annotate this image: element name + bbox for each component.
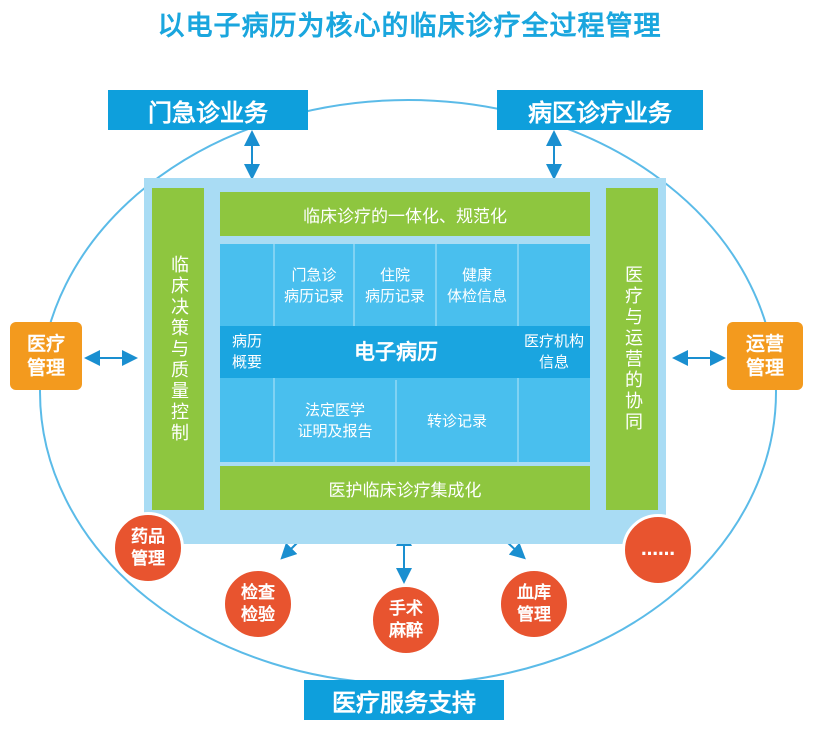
medical-operation-bar: 医疗与运营的协同 <box>606 188 658 510</box>
page-title: 以电子病历为核心的临床诊疗全过程管理 <box>157 11 662 42</box>
cell-legal-certificate: 法定医学 证明及报告 <box>297 401 373 440</box>
cell-institution-info: 医疗机构 信息 <box>523 332 584 371</box>
clinical-decision-bar: 临床决策与质量控制 <box>152 188 204 510</box>
medical-service-support-box: 医疗服务支持 <box>304 680 504 720</box>
more-circle: …… <box>622 514 694 586</box>
ward-business-box: 病区诊疗业务 <box>497 90 703 130</box>
surgery-anesthesia-circle: 手术 麻醉 <box>370 584 442 656</box>
cell-record-summary: 病历 概要 <box>231 332 262 371</box>
blood-bank-circle: 血库 管理 <box>498 568 570 640</box>
cell-outpatient-record: 门急诊 病历记录 <box>283 266 344 305</box>
outpatient-business-box: 门急诊业务 <box>108 90 308 130</box>
cell-referral-record: 转诊记录 <box>426 411 487 430</box>
emr-center-label: 电子病历 <box>354 339 438 364</box>
cell-health-exam: 健康 体检信息 <box>446 266 507 305</box>
drug-management-circle: 药品 管理 <box>112 512 184 584</box>
cell-inpatient-record: 住院 病历记录 <box>364 266 425 305</box>
emr-center-band <box>220 326 590 378</box>
medical-management-box: 医疗 管理 <box>10 322 82 390</box>
lab-exam-circle: 检查 检验 <box>222 568 294 640</box>
nursing-integration-bar: 医护临床诊疗集成化 <box>220 466 590 510</box>
integration-bar: 临床诊疗的一体化、规范化 <box>220 192 590 236</box>
operation-management-box: 运营 管理 <box>727 322 803 390</box>
